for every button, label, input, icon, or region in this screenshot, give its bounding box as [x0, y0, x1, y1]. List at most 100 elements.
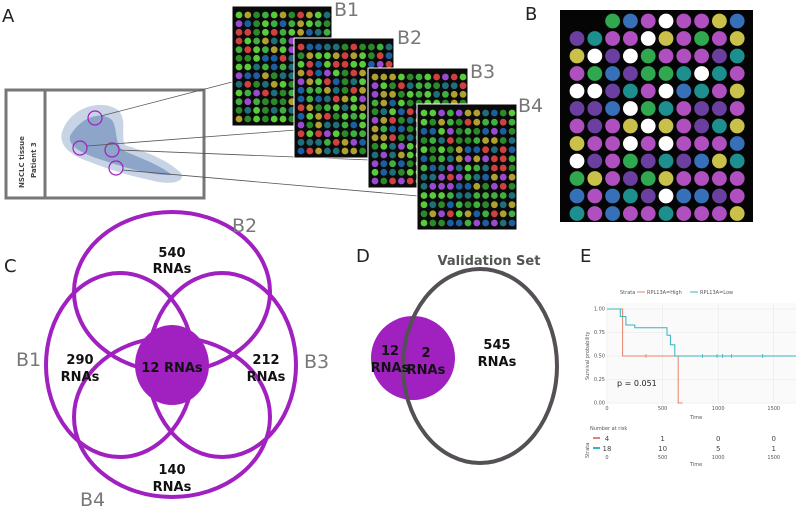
tma-spot [279, 20, 287, 28]
tma-spot [368, 60, 375, 68]
tma-spot [324, 95, 331, 103]
tma-spot [350, 121, 358, 129]
tma-spot [569, 83, 585, 99]
tma-spot [569, 101, 585, 116]
tma-spot [350, 112, 358, 120]
tma-spot [315, 130, 322, 138]
tma-spot [270, 54, 278, 62]
tma-spot [332, 147, 340, 155]
tma-spot [464, 219, 472, 227]
tma-spot [244, 54, 252, 62]
tma-spot [341, 69, 349, 77]
tma-spot [323, 28, 331, 36]
tma-spot [324, 69, 331, 77]
tma-spot [341, 52, 349, 60]
tma-spot [262, 72, 269, 80]
tma-spot [371, 142, 379, 150]
tma-spot [253, 20, 260, 28]
tma-spot [658, 66, 674, 81]
tma-spot [341, 104, 349, 112]
km-plot-area [607, 303, 796, 403]
tma-spot [279, 89, 287, 97]
tma-spot [389, 90, 396, 98]
km-curve-low [607, 308, 796, 357]
tma-spot [623, 13, 638, 29]
tma-spot [464, 210, 472, 218]
tma-spot [380, 134, 388, 142]
tma-spot [350, 52, 358, 60]
tma-spot [315, 104, 322, 112]
tma-spot [438, 155, 445, 163]
tma-spot [455, 127, 463, 135]
tma-spot [306, 121, 314, 129]
tma-spot [569, 66, 585, 81]
slide-connector-lines [86, 81, 419, 197]
tma-spot [587, 66, 603, 81]
tma-spot [332, 130, 340, 138]
tma-spot [508, 164, 516, 172]
tma-spot [324, 138, 331, 146]
risk-table-title: Number at risk [590, 426, 627, 432]
tma-slide [416, 103, 518, 231]
tma-spot [371, 108, 379, 116]
d-overlap-unit: RNAs [407, 363, 446, 378]
tma-spot [359, 86, 366, 94]
tma-spot [499, 173, 507, 181]
tma-spot [297, 112, 305, 120]
tma-spot [297, 60, 305, 68]
d-right-count: 545 [483, 338, 510, 353]
tma-spot [332, 43, 340, 51]
tma-spot [712, 136, 727, 151]
venn-b3-unit: RNAs [247, 370, 286, 385]
tma-spot [306, 20, 313, 28]
tma-spot [315, 147, 322, 155]
tma-spot [429, 182, 437, 190]
tma-spot [359, 138, 366, 146]
tma-spot [420, 127, 428, 135]
tma-spot [306, 28, 313, 36]
tma-spot [406, 125, 414, 133]
tma-spot [587, 118, 603, 134]
tma-spot [380, 82, 388, 90]
tma-spot [491, 137, 498, 144]
tma-spot [270, 98, 278, 106]
tma-spot [729, 188, 745, 204]
tma-spot [605, 206, 620, 221]
risk-cell: 0 [772, 435, 776, 443]
tma-spot [270, 37, 278, 45]
tma-spot [508, 210, 516, 218]
tma-spot [482, 164, 489, 172]
tma-spot [729, 136, 745, 151]
tma-spot [380, 168, 388, 176]
validation-set-circle [401, 267, 559, 465]
tma-spot [235, 11, 243, 19]
tma-spot [694, 206, 709, 221]
risk-cell: 10 [658, 445, 667, 453]
km-y-tick-label: 0.00 [594, 401, 605, 407]
risk-low-swatch [593, 447, 600, 449]
tma-spot [389, 125, 396, 133]
tma-spot [279, 63, 287, 71]
tma-spot [350, 69, 358, 77]
tma-spot [676, 66, 692, 81]
tma-spot [729, 118, 745, 134]
tma-spot [376, 60, 384, 68]
tma-spot [244, 11, 252, 19]
tma-spot [605, 171, 620, 186]
tma-spot [398, 90, 405, 98]
tma-spot [420, 109, 428, 117]
tma-spot [332, 86, 340, 94]
tma-spot [640, 171, 656, 186]
tma-spot [442, 73, 449, 81]
tma-spot [398, 151, 405, 159]
tma-spot [455, 219, 463, 227]
tma-spot [658, 13, 674, 29]
risk-x-tick-label: 0 [605, 455, 608, 461]
tma-spot [455, 155, 463, 163]
tma-spot [406, 151, 414, 159]
tma-spot [569, 171, 585, 186]
risk-x-axis-label: Time [689, 462, 702, 468]
tma-spot [371, 90, 379, 98]
tma-spot [253, 115, 260, 123]
tma-spot [389, 160, 396, 168]
